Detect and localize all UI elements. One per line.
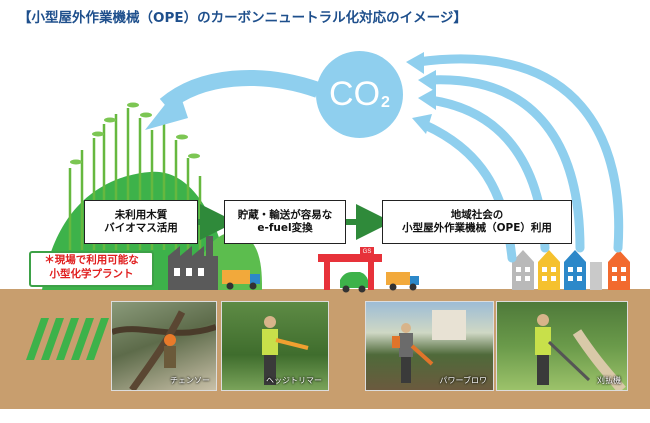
page-title: 【小型屋外作業機械（OPE）のカーボンニュートラル化対応のイメージ】 — [18, 10, 467, 26]
photo-label-chainsaw: チェンソー — [170, 376, 210, 385]
emission-arrow-heads — [406, 52, 436, 134]
absorption-arrow-head — [145, 88, 188, 130]
gas-station-icon — [318, 247, 382, 290]
co2-label: CO — [329, 75, 381, 113]
brush-cutter-figure — [535, 314, 626, 390]
chemical-plant-label: ＊現場で利用可能な 小型化学プラント — [29, 251, 154, 287]
photo-power-blower: パワーブロワ — [365, 301, 494, 391]
flow-box-biomass: 未利用木質 バイオマス活用 — [84, 200, 198, 244]
factory-icon — [168, 236, 218, 290]
photo-label-hedge-trimmer: ヘッジトリマー — [266, 376, 322, 385]
house-blue — [564, 250, 586, 290]
house-orange — [608, 250, 630, 290]
chainsaw-figure — [112, 310, 216, 390]
truck-icon — [222, 270, 260, 290]
photo-hedge-trimmer: ヘッジトリマー — [221, 301, 329, 391]
power-blower-figure — [392, 310, 466, 383]
houses — [512, 250, 630, 290]
hedge-trimmer-figure — [262, 316, 309, 385]
house-yellow — [538, 250, 560, 290]
truck-icon — [386, 272, 419, 291]
field-stripes — [26, 318, 109, 360]
photo-brush-cutter: 刈払機 — [496, 301, 628, 391]
photo-label-power-blower: パワーブロワ — [439, 376, 487, 385]
flow-box-efuel: 貯蔵・輸送が容易な e-fuel変換 — [224, 200, 346, 244]
photo-chainsaw: チェンソー — [111, 301, 217, 391]
co2-subscript: 2 — [381, 93, 390, 111]
house-gray — [512, 250, 534, 290]
photo-label-brush-cutter: 刈払機 — [597, 376, 621, 385]
gas-station-sign: GS — [363, 249, 372, 255]
absorption-arrow — [159, 70, 321, 112]
flow-box-ope-use: 地域社会の 小型屋外作業機械（OPE）利用 — [382, 200, 572, 244]
house-gray-2 — [590, 262, 602, 290]
car-icon — [340, 272, 368, 293]
